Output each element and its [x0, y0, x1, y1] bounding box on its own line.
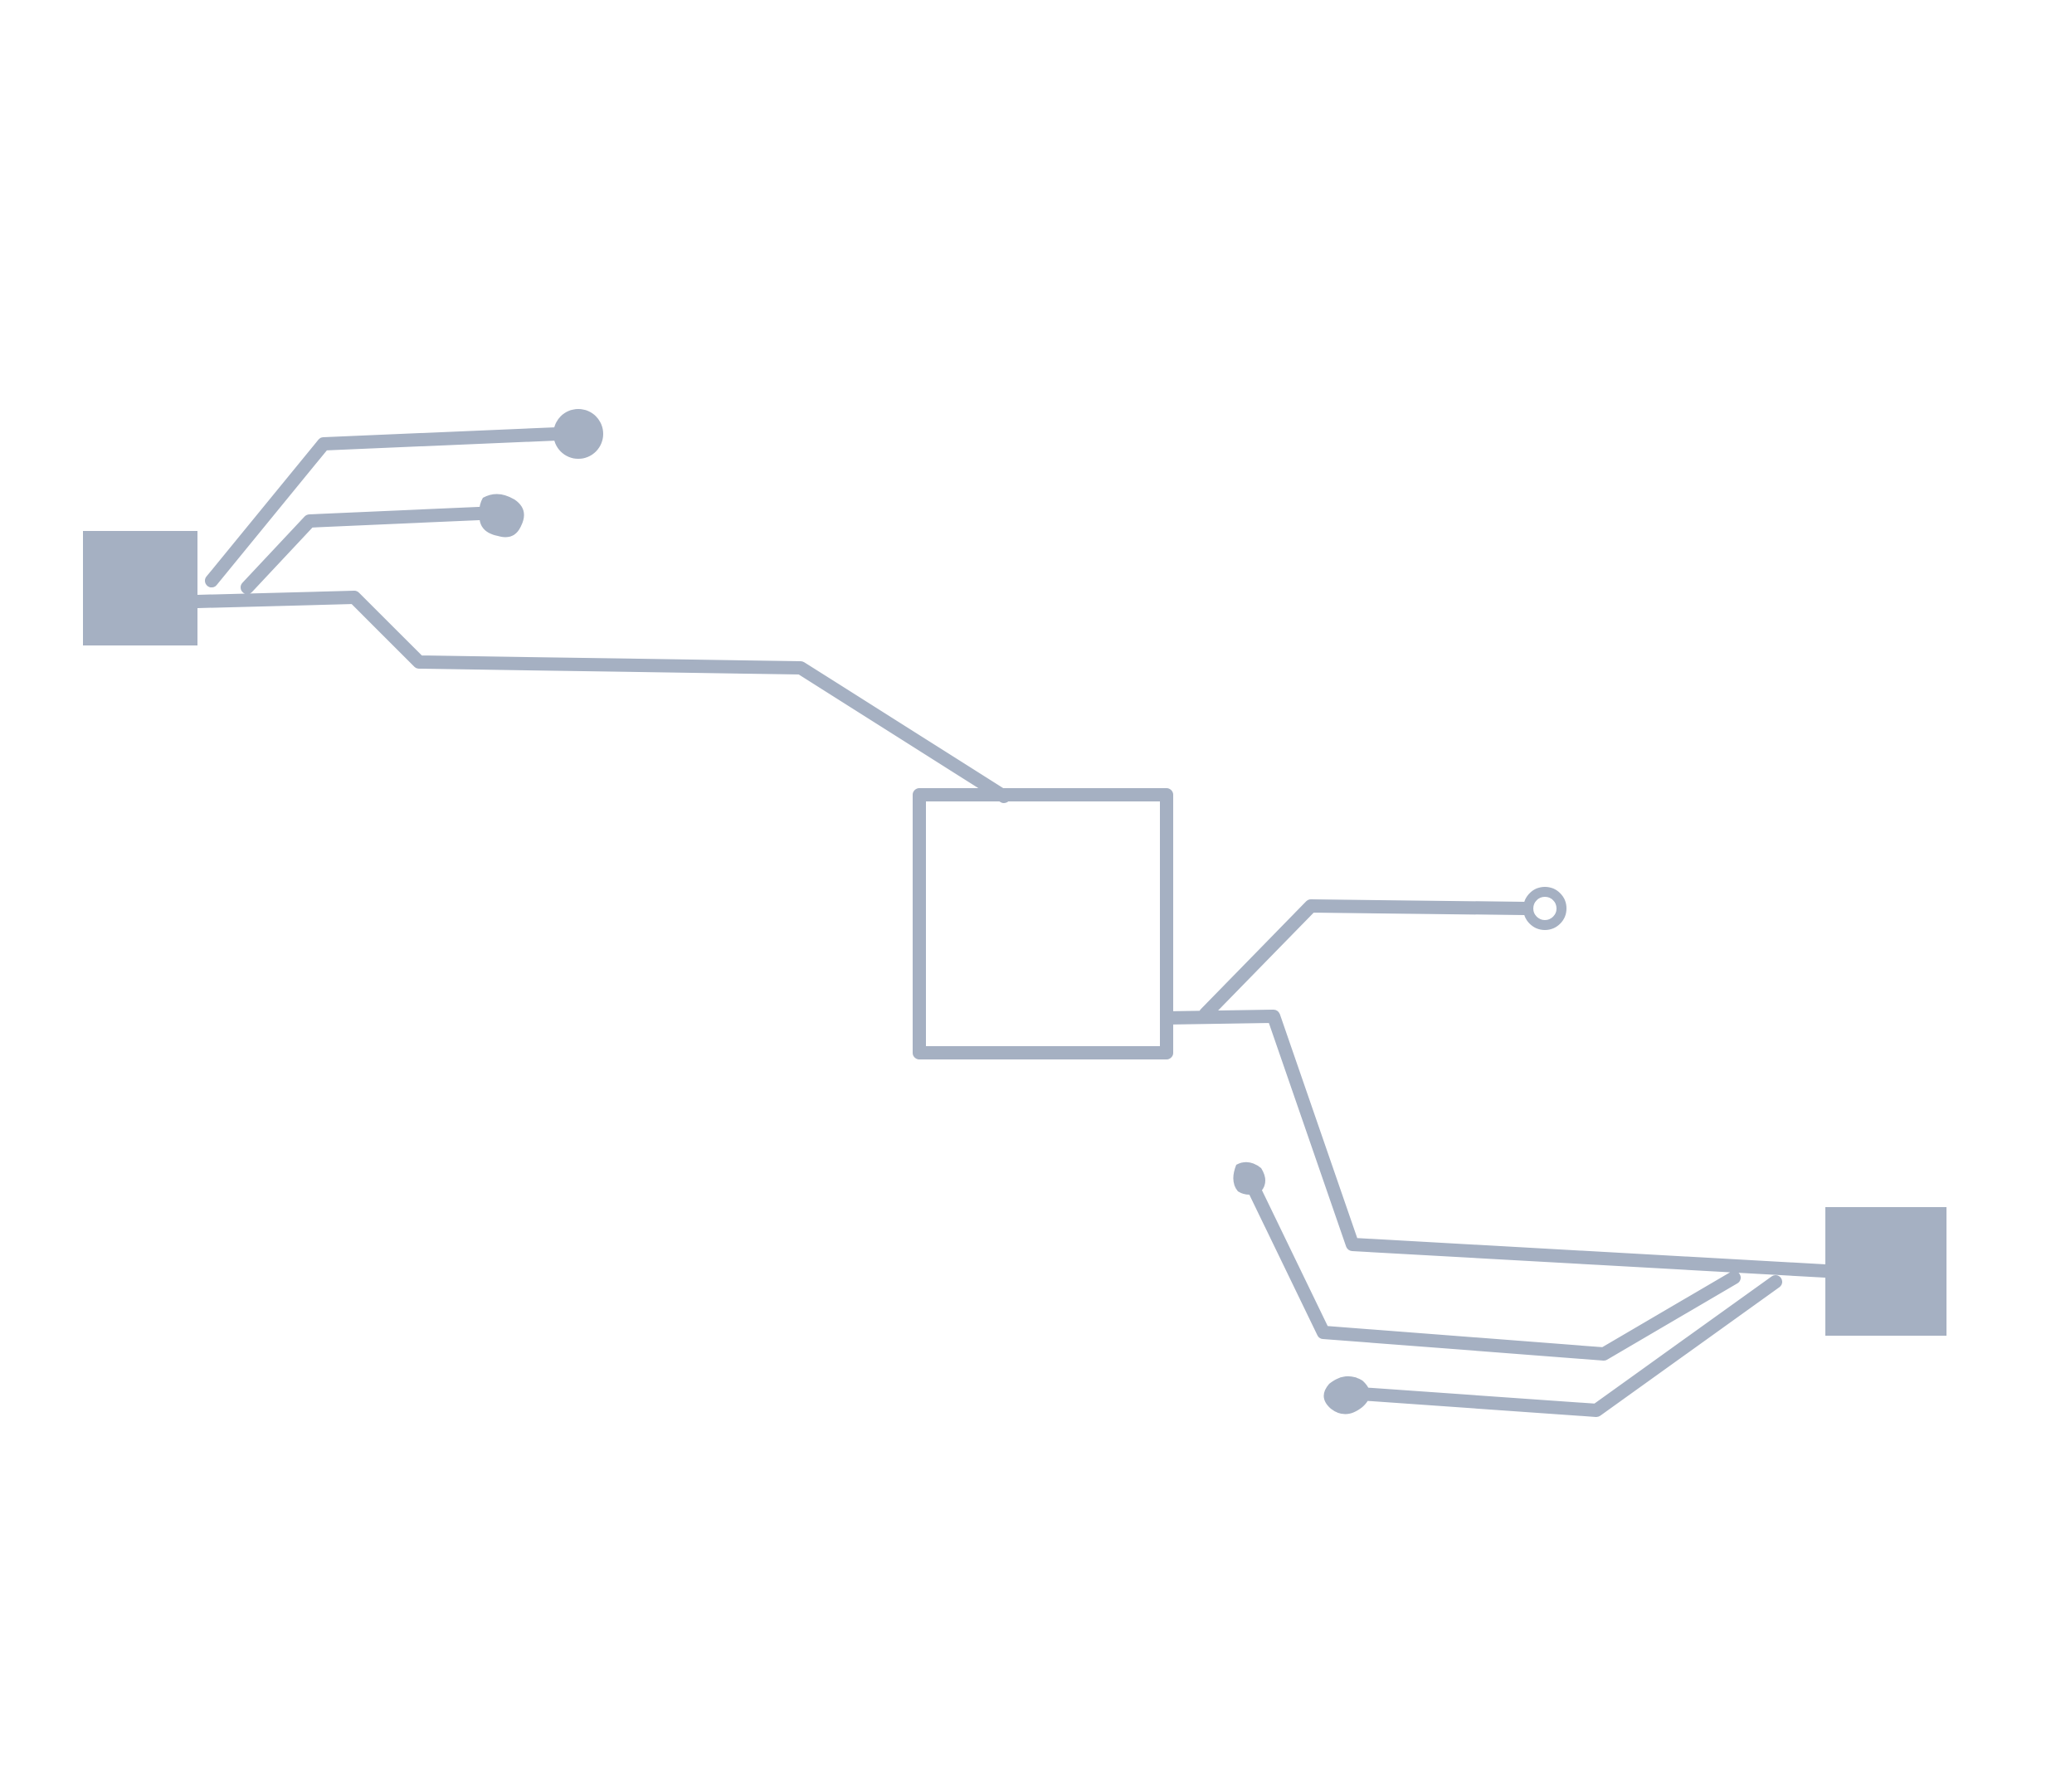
right-branch-a-terminal-blob — [1233, 1161, 1265, 1195]
right-trace-upper — [1199, 899, 1532, 1020]
central-component-box — [913, 788, 1173, 1059]
right-trace-main — [1160, 1010, 1832, 1278]
left-top-terminal-dot — [553, 409, 603, 459]
left-trace-top — [205, 426, 583, 587]
right-square-node — [1825, 1207, 1946, 1336]
left-middle-terminal-blob — [479, 494, 524, 538]
right-branch-b-terminal-blob — [1323, 1376, 1370, 1415]
left-trace-main — [191, 591, 1011, 803]
right-upper-hollow-terminal — [1523, 887, 1566, 930]
right-trace-branch-b — [1354, 1275, 1782, 1417]
left-trace-middle — [241, 506, 504, 594]
left-square-node — [83, 531, 197, 645]
right-trace-branch-a — [1242, 1171, 1741, 1361]
